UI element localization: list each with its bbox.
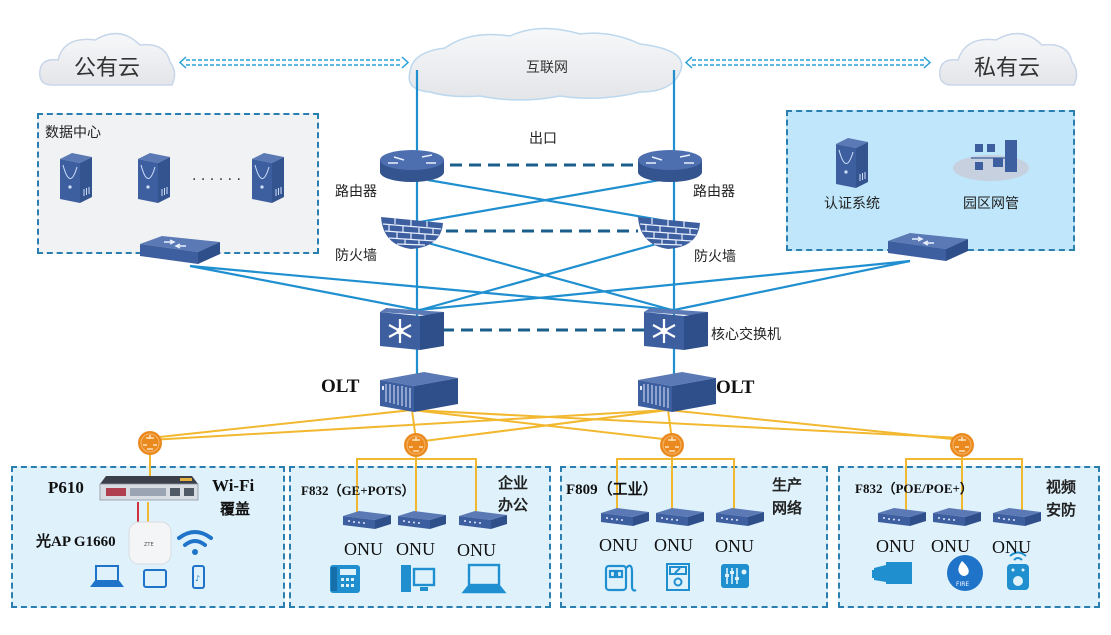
onu-icon [601,508,649,526]
nms-label: 园区网管 [963,196,1019,212]
peer-links [442,163,646,332]
video-area-title-2: 安防 [1046,501,1077,519]
phone-icon: ♪ [192,565,205,589]
olt-right-label: OLT [716,377,755,398]
router-left-label: 路由器 [335,184,377,200]
production-area-title-1: 生产 [772,476,803,494]
private-cloud [939,32,1078,86]
private-switch-icon [887,232,969,262]
ip-phone-icon [330,565,360,593]
network-links [189,70,911,380]
office-area-device: F832（GE+POTS） [301,483,415,498]
onu-label: ONU [599,535,638,555]
onu-label: ONU [992,537,1031,557]
internet-cloud [408,27,683,101]
onu-icon [716,508,764,526]
onu-label: ONU [396,539,435,559]
splitter-icon [659,432,685,458]
auth-system-label: 认证系统 [824,196,880,212]
splitter-icon [137,430,163,456]
private-cloud-link [684,56,932,69]
production-area-device: F809（工业） [566,482,658,498]
router-left-icon [379,149,445,183]
wifi-area-title-2: 覆盖 [220,502,251,518]
datacenter-server-icon [137,152,171,204]
onu-label: ONU [876,536,915,556]
production-area-title-2: 网络 [772,499,803,517]
video-area-device: F832（POE/POE+） [855,481,973,496]
router-right-label: 路由器 [693,184,735,200]
control-panel-icon [721,564,749,588]
office-area-title-2: 办公 [498,496,529,514]
onu-icon [993,508,1041,526]
core-switch-right-icon [642,306,710,352]
svg-text:♪: ♪ [195,574,200,583]
laptop-icon [461,563,507,594]
wireless-alarm-icon [1007,551,1029,590]
core-switch-left-icon [378,306,446,352]
optical-ap-label: 光AP G1660 [36,534,116,550]
camera-icon [872,562,912,584]
onu-icon [398,511,446,529]
public-cloud-link [178,56,410,69]
firewall-left-label: 防火墙 [335,248,377,264]
olt-right-icon [637,371,717,413]
tablet-icon [143,569,167,588]
public-cloud [39,32,176,86]
firewall-right-label: 防火墙 [694,249,736,265]
onu-icon [878,508,926,526]
area-production [560,466,828,608]
fiber-links [147,409,1023,522]
meter-icon [666,563,690,591]
onu-label: ONU [715,536,754,556]
wifi-icon [177,530,213,555]
router-right-icon [637,149,703,183]
private-cloud-label: 私有云 [974,56,1041,81]
olt-left-icon [379,371,459,413]
industrial-sensor-icon [604,564,637,592]
desktop-pc-icon [401,565,436,592]
video-area-title-1: 视频 [1046,478,1077,496]
fire-text: FIRE [956,581,969,588]
onu-label: ONU [457,540,496,560]
wifi-area-device: P610 [48,478,84,497]
laptop-icon [90,565,124,587]
onu-label: ONU [344,539,383,559]
olt-left-label: OLT [321,376,360,397]
fire-sensor-icon: FIRE [947,555,983,591]
auth-server-icon [835,137,869,189]
datacenter-switch-icon [139,235,221,265]
firewall-right-icon [637,216,701,250]
splitter-icon [949,432,975,458]
onu-label: ONU [931,536,970,556]
core-switch-label: 核心交换机 [711,327,781,343]
office-area-title-1: 企业 [498,474,529,492]
svg-text:ZTE: ZTE [144,542,154,548]
exit-label: 出口 [529,131,557,147]
public-cloud-label: 公有云 [74,56,141,81]
splitter-icon [403,432,429,458]
datacenter-server-icon [59,152,93,204]
private-zone [786,110,1075,251]
onu-label: ONU [654,535,693,555]
wifi-area-title-1: Wi-Fi [212,476,255,495]
onu-icon [933,508,981,526]
onu-icon [656,508,704,526]
onu-icon [343,511,391,529]
nms-icon [953,140,1029,181]
datacenter-title: 数据中心 [45,125,101,141]
p610-device-icon [99,476,199,501]
optical-ap-icon: ZTE [128,521,172,565]
datacenter-ellipsis: · · · · · · [192,172,241,188]
datacenter-server-icon [251,152,285,204]
internet-cloud-label: 互联网 [526,60,568,76]
